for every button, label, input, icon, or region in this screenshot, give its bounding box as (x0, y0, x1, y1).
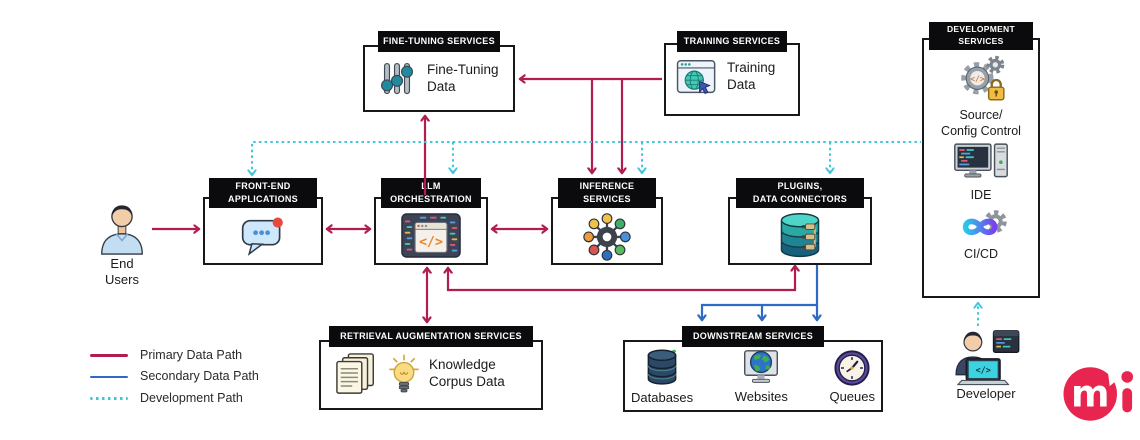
plugins-header: PLUGINS, DATA CONNECTORS (736, 178, 864, 208)
websites-label: Websites (734, 389, 788, 404)
cicd-label: CI/CD (963, 246, 999, 261)
node-downstream-services: DOWNSTREAM SERVICES Databases (623, 326, 883, 412)
downstream-header: DOWNSTREAM SERVICES (682, 326, 824, 347)
training-header: TRAINING SERVICES (677, 31, 787, 52)
retrieval-header: RETRIEVAL AUGMENTATION SERVICES (329, 326, 533, 347)
queues-label: Queues (829, 389, 875, 404)
arrow-plugins-llm-bidirectional (448, 266, 795, 292)
ide-item: IDE (953, 142, 1009, 204)
development-content: </> Source/ Config Control (922, 54, 1040, 263)
data-connector-database-icon (780, 213, 820, 258)
front-end-header: FRONT-END APPLICATIONS (209, 178, 317, 208)
node-front-end-applications: FRONT-END APPLICATIONS (203, 178, 323, 265)
cicd-item: CI/CD (953, 207, 1009, 263)
retrieval-content: Knowledge Corpus Data (335, 352, 505, 396)
svg-text:</>: </> (976, 365, 991, 375)
node-inference-services: INFERENCE SERVICES (551, 178, 663, 265)
node-training-services: TRAINING SERVICES Training Data (664, 31, 800, 116)
databases-item: Databases (631, 348, 693, 406)
secondary-path-label: Secondary Data Path (140, 369, 259, 384)
development-path-swatch (90, 397, 128, 400)
developer-label: Developer (956, 386, 1016, 401)
ide-label: IDE (970, 188, 992, 203)
inference-hub-icon (583, 213, 631, 261)
node-plugins-data-connectors: PLUGINS, DATA CONNECTORS (728, 178, 872, 265)
databases-icon (647, 349, 677, 385)
fine-tuning-content: Fine-Tuning Data (377, 59, 499, 99)
node-retrieval-augmentation-services: RETRIEVAL AUGMENTATION SERVICES (319, 326, 543, 410)
sliders-icon (380, 62, 414, 95)
primary-path-label: Primary Data Path (140, 347, 243, 362)
developer-actor: </> Developer (944, 328, 1028, 402)
svg-text:</>: </> (970, 74, 985, 83)
development-path-label: Development Path (140, 390, 243, 405)
node-development-services: DEVELOPMENT SERVICES </> Source/ Config … (922, 22, 1040, 298)
queues-item: Queues (829, 349, 875, 405)
fine-tuning-header: FINE-TUNING SERVICES (378, 31, 500, 52)
lightbulb-icon (389, 354, 419, 392)
documents-icon (336, 353, 374, 394)
source-config-item: </> Source/ Config Control (941, 54, 1021, 139)
developer-icon: </> (955, 330, 1020, 386)
legend: Primary Data Path Secondary Data Path De… (90, 347, 259, 405)
ide-icon (954, 143, 1008, 178)
devpath-bus-to-frontend (252, 141, 921, 175)
legend-primary: Primary Data Path (90, 347, 259, 362)
node-fine-tuning-services: FINE-TUNING SERVICES Fine-Tuning Data (363, 31, 515, 112)
cicd-infinity-icon (962, 210, 1007, 235)
legend-development: Development Path (90, 390, 259, 405)
arrow-plugins-to-databases (702, 265, 819, 320)
brand-logo: m (1060, 356, 1138, 433)
queues-clock-icon (834, 350, 870, 386)
secondary-path-swatch (90, 375, 128, 379)
retrieval-label: Knowledge Corpus Data (429, 357, 505, 389)
primary-path-swatch (90, 354, 128, 357)
svg-text:</>: </> (419, 235, 443, 250)
svg-text:m: m (1071, 373, 1110, 416)
front-end-box (203, 197, 323, 265)
inference-header: INFERENCE SERVICES (558, 178, 656, 208)
brand-logo-icon: m (1063, 367, 1134, 421)
plugins-content (775, 211, 825, 261)
end-user-icon (101, 205, 143, 255)
training-content: Training Data (676, 58, 775, 96)
databases-label: Databases (631, 390, 694, 405)
code-window-icon: </> (401, 213, 461, 258)
source-config-gears-lock-icon: </> (961, 55, 1005, 101)
training-label: Training Data (727, 60, 776, 92)
front-end-content (239, 215, 287, 256)
inference-content (580, 208, 634, 262)
websites-item: Websites (735, 349, 788, 405)
end-users-actor: End Users (92, 200, 152, 289)
end-users-label: End Users (105, 256, 139, 288)
node-llm-orchestration: LLM ORCHESTRATION </> (374, 178, 488, 265)
chat-bubble-icon (241, 217, 283, 256)
development-header: DEVELOPMENT SERVICES (929, 22, 1033, 50)
llm-header: LLM ORCHESTRATION (381, 178, 481, 208)
legend-secondary: Secondary Data Path (90, 369, 259, 384)
llm-content: </> (401, 213, 461, 258)
downstream-content: Databases Websites (631, 348, 875, 406)
fine-tuning-label: Fine-Tuning Data (427, 62, 499, 94)
training-browser-icon (676, 59, 716, 95)
websites-globe-icon (744, 350, 779, 383)
source-config-label: Source/ Config Control (941, 108, 1021, 138)
